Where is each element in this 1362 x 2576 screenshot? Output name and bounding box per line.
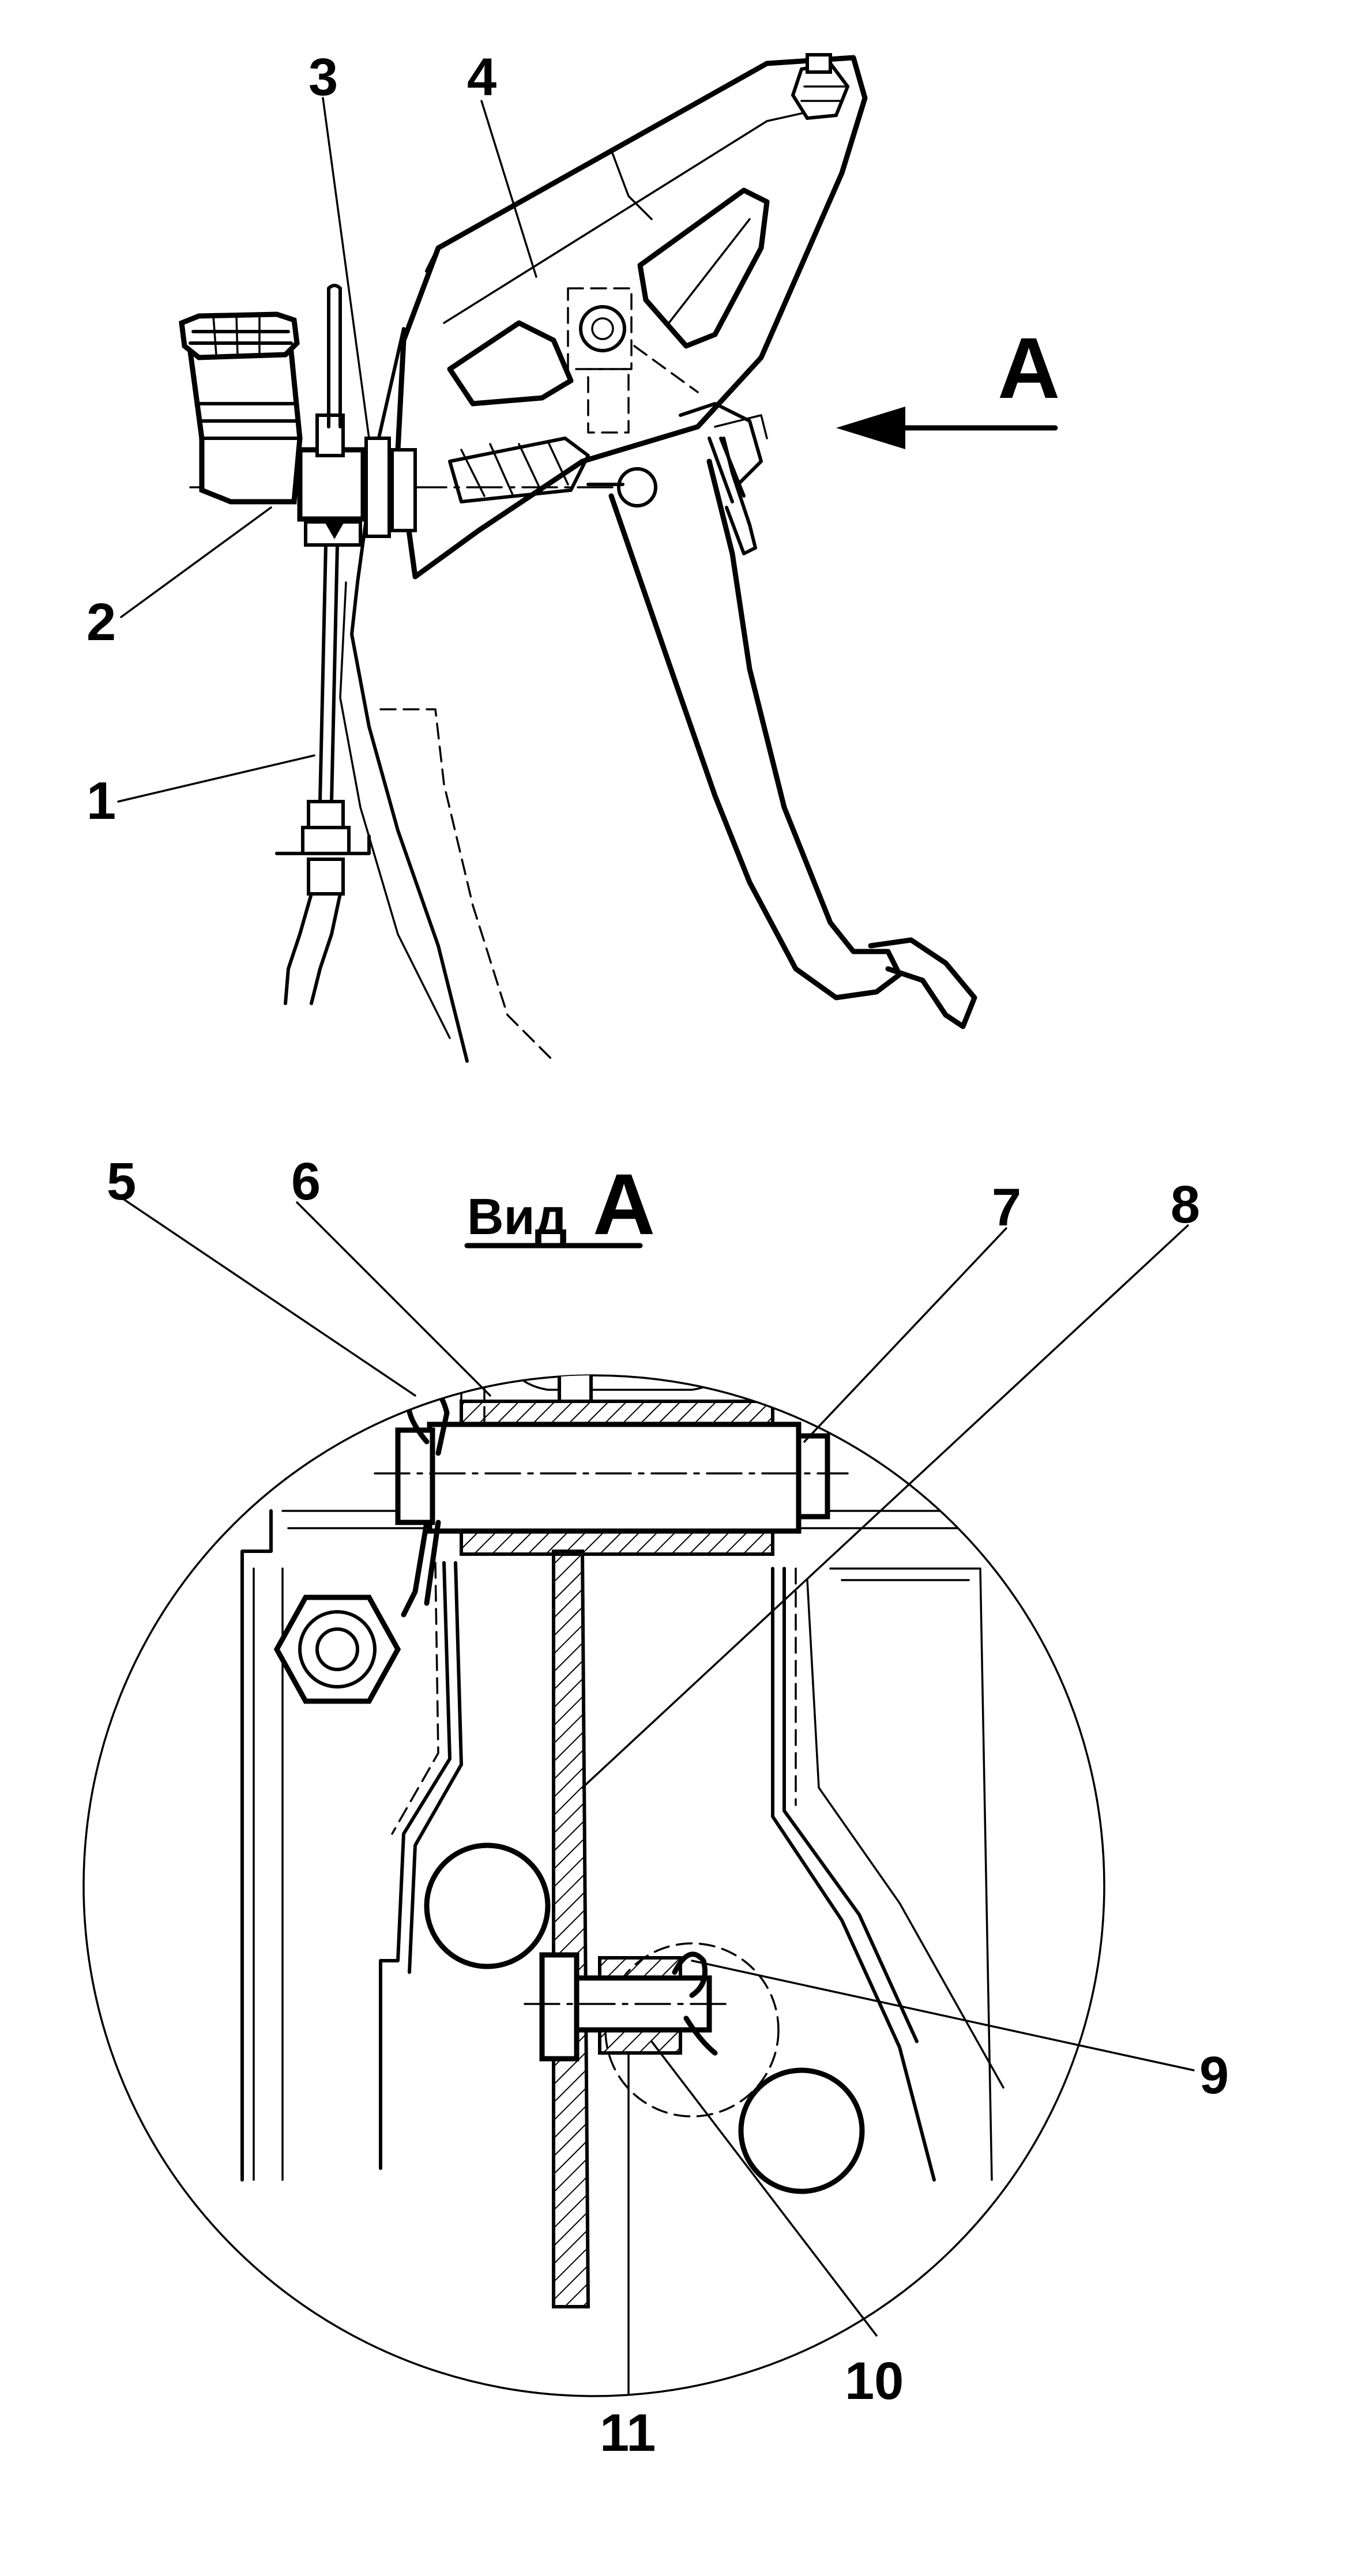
view-title-prefix: Вид <box>467 1188 567 1245</box>
callout-10: 10 <box>845 2352 904 2410</box>
callout-7: 7 <box>992 1178 1021 1237</box>
callout-4: 4 <box>467 48 496 107</box>
view-arrow-label: А <box>998 319 1060 416</box>
callout-11: 11 <box>600 2404 656 2462</box>
clevis-pin-lower <box>524 1951 733 2062</box>
detail-callouts: 5 6 7 8 9 10 11 <box>107 1152 1229 2462</box>
hex-nut <box>273 1595 401 1704</box>
callout-6: 6 <box>291 1152 321 1211</box>
view-title-letter: А <box>593 1156 655 1253</box>
pedal-lever <box>586 402 977 1029</box>
callout-1: 1 <box>86 772 116 830</box>
callout-3: 3 <box>308 48 338 107</box>
side-view: 1 2 3 4 А <box>86 48 1060 1063</box>
callout-9: 9 <box>1199 2046 1229 2105</box>
clutch-master-cylinder <box>179 284 417 547</box>
callout-5: 5 <box>107 1152 136 1211</box>
side-view-callouts: 1 2 3 4 <box>86 48 537 830</box>
mounting-nut-top <box>791 53 850 121</box>
view-arrow-a: А <box>836 319 1060 449</box>
pedal-web <box>552 1550 590 2308</box>
hole-left <box>424 1842 551 1969</box>
pivot-bushing <box>374 1375 849 1556</box>
detail-interior <box>240 1375 1016 2308</box>
detail-circle <box>82 1374 1105 2397</box>
hole-right <box>738 2067 865 2194</box>
hydraulic-pipe <box>275 543 371 1005</box>
callout-2: 2 <box>86 593 116 652</box>
view-title: Вид А <box>467 1156 655 1253</box>
callout-8: 8 <box>1171 1175 1200 1234</box>
detail-view-a: Вид А <box>82 1152 1229 2462</box>
